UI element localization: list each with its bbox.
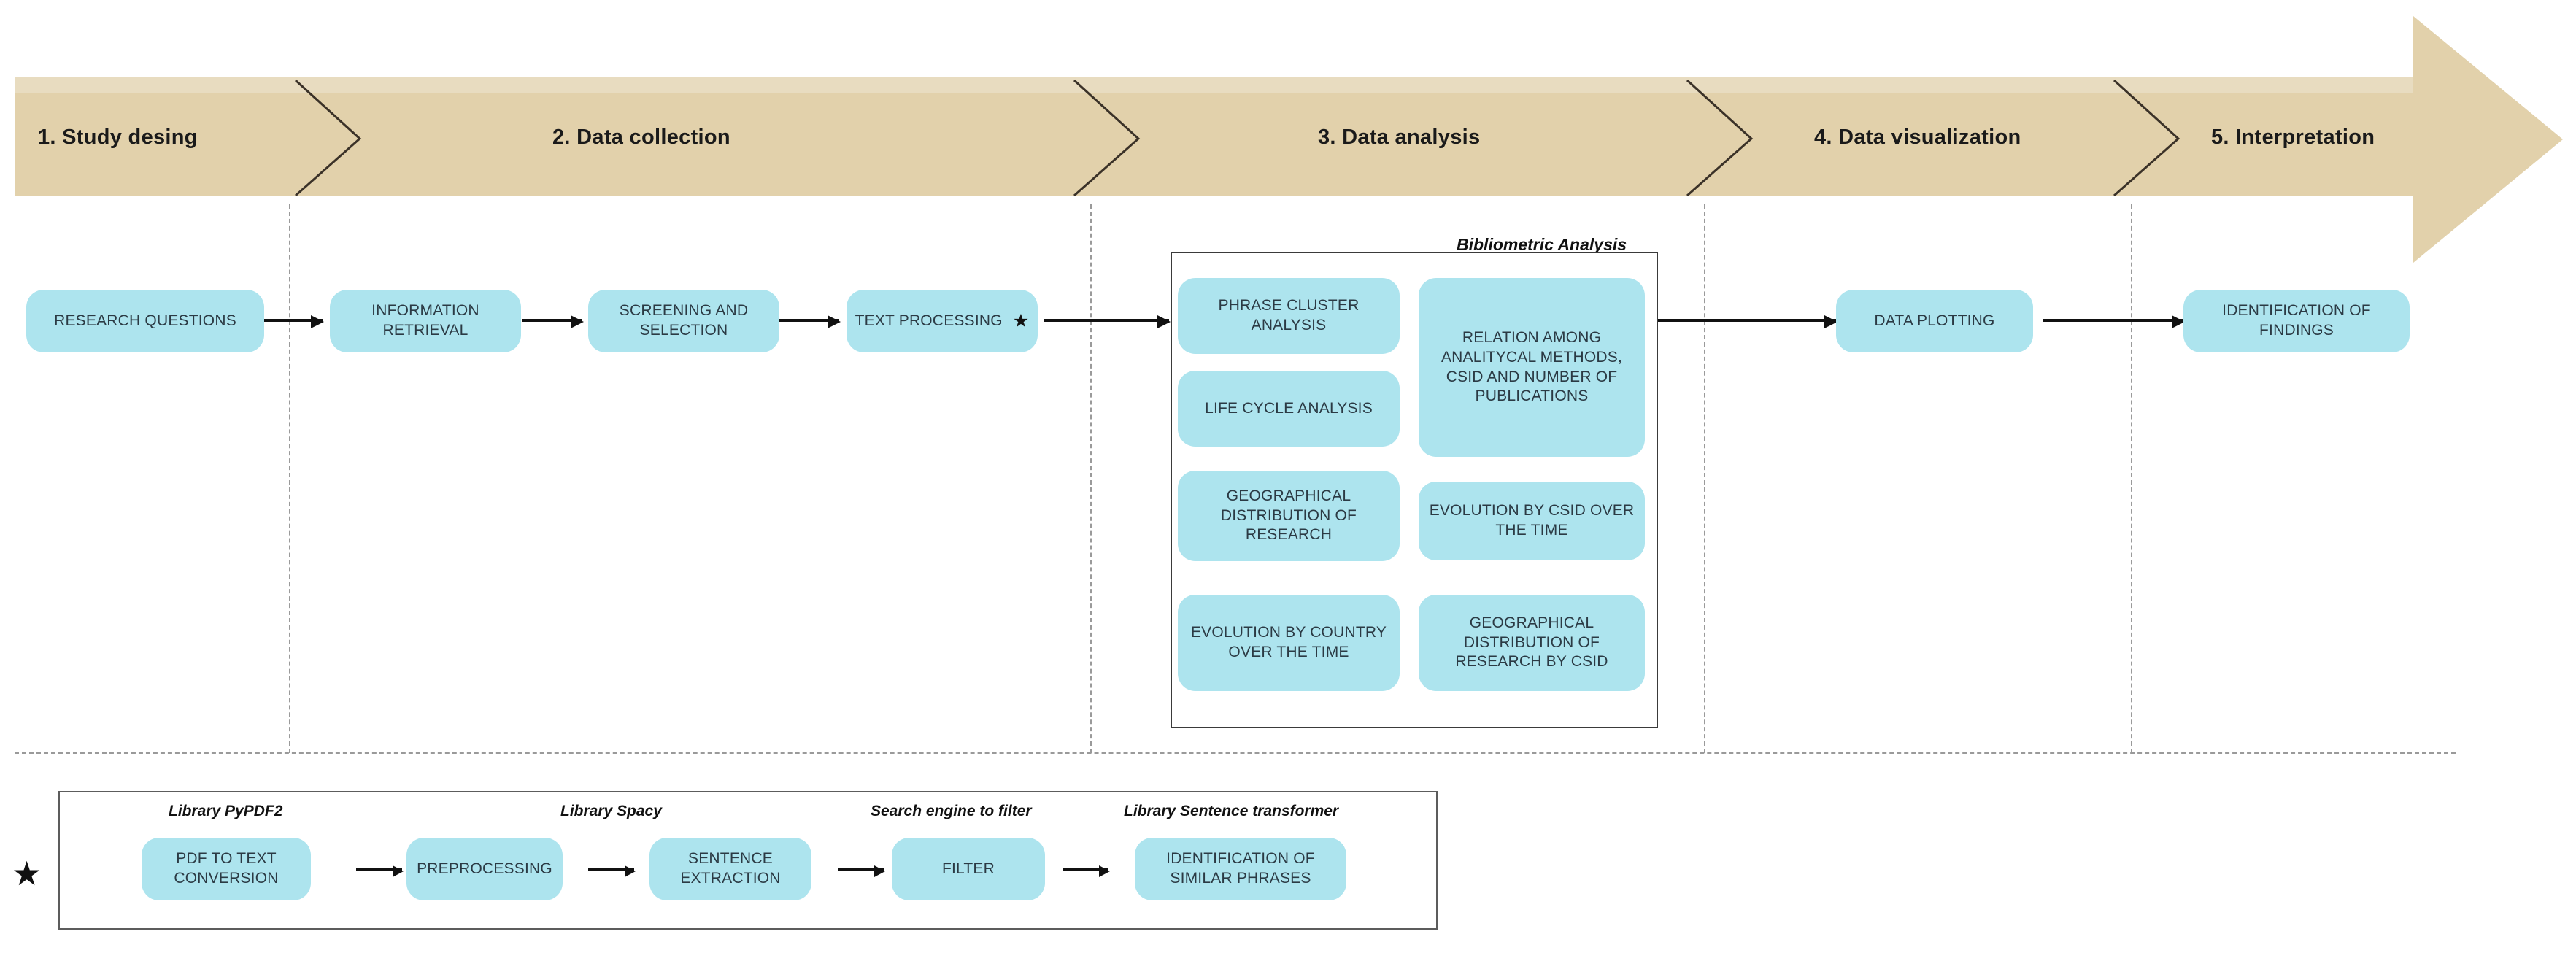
node-relation-among-analitycal-methods[interactable]: RELATION AMONG ANALITYCAL METHODS, CSID … xyxy=(1419,278,1645,457)
legend-star-icon: ★ xyxy=(12,854,42,892)
tool-label-spacy: Library Spacy xyxy=(560,803,662,819)
banner-highlight-strip xyxy=(15,77,2413,93)
node-identification-of-findings[interactable]: IDENTIFICATION OF FINDINGS xyxy=(2183,290,2410,352)
node-label: TEXT PROCESSING xyxy=(855,312,1003,329)
node-label: GEOGRAPHICAL DISTRIBUTION OF RESEARCH xyxy=(1220,487,1357,544)
lane-separator-2 xyxy=(1090,204,1092,753)
tool-label-search-engine: Search engine to filter xyxy=(871,803,1032,819)
bibliometric-group-title: Bibliometric Analysis xyxy=(1457,235,1627,254)
node-text-processing[interactable]: TEXT PROCESSING ★ xyxy=(847,290,1038,352)
phase-label-1: 1. Study desing xyxy=(38,126,198,149)
node-identification-of-similar-phrases[interactable]: IDENTIFICATION OF SIMILAR PHRASES xyxy=(1135,838,1346,900)
node-label: EVOLUTION BY CSID OVER THE TIME xyxy=(1429,502,1635,539)
lane-separator-1 xyxy=(289,204,290,753)
tool-label-sentence-transformer: Library Sentence transformer xyxy=(1124,803,1339,819)
subprocess-arrow-4 xyxy=(1063,865,1110,877)
phase-label-5: 5. Interpretation xyxy=(2211,126,2375,149)
chevron-separator-3 xyxy=(1686,79,1754,197)
node-label: IDENTIFICATION OF FINDINGS xyxy=(2222,302,2371,339)
phase-label-2: 2. Data collection xyxy=(552,126,730,149)
lane-separator-4 xyxy=(2131,204,2132,753)
node-label: DATA PLOTTING xyxy=(1874,312,1995,329)
node-information-retrieval[interactable]: INFORMATION RETRIEVAL xyxy=(330,290,521,352)
node-screening-and-selection[interactable]: SCREENING AND SELECTION xyxy=(588,290,779,352)
flow-arrow-5 xyxy=(1655,315,1837,328)
subprocess-arrow-1 xyxy=(356,865,404,877)
node-label: INFORMATION RETRIEVAL xyxy=(371,302,479,339)
subprocess-arrow-3 xyxy=(838,865,885,877)
node-evolution-by-csid-over-the-time[interactable]: EVOLUTION BY CSID OVER THE TIME xyxy=(1419,482,1645,560)
node-label: EVOLUTION BY COUNTRY OVER THE TIME xyxy=(1190,624,1387,660)
node-research-questions[interactable]: RESEARCH QUESTIONS xyxy=(26,290,264,352)
flow-arrow-4 xyxy=(1044,315,1171,328)
node-label: PHRASE CLUSTER ANALYSIS xyxy=(1218,297,1360,333)
phase-label-3: 3. Data analysis xyxy=(1318,126,1481,149)
node-label: SCREENING AND SELECTION xyxy=(619,302,749,339)
node-data-plotting[interactable]: DATA PLOTTING xyxy=(1836,290,2033,352)
node-filter[interactable]: FILTER xyxy=(892,838,1045,900)
chevron-separator-1 xyxy=(294,79,362,197)
node-evolution-by-country-over-the-time[interactable]: EVOLUTION BY COUNTRY OVER THE TIME xyxy=(1178,595,1400,691)
chevron-separator-4 xyxy=(2113,79,2180,197)
banner-arrow-shape xyxy=(15,16,2563,263)
node-phrase-cluster-analysis[interactable]: PHRASE CLUSTER ANALYSIS xyxy=(1178,278,1400,354)
node-sentence-extraction[interactable]: SENTENCE EXTRACTION xyxy=(649,838,811,900)
node-preprocessing[interactable]: PREPROCESSING xyxy=(406,838,563,900)
node-label: RESEARCH QUESTIONS xyxy=(54,312,236,329)
phase-banner xyxy=(15,16,2563,263)
flow-arrow-3 xyxy=(779,315,841,328)
lane-separator-3 xyxy=(1704,204,1705,753)
node-label: GEOGRAPHICAL DISTRIBUTION OF RESEARCH BY… xyxy=(1455,614,1608,671)
node-geographical-distribution-of-research-by-csid[interactable]: GEOGRAPHICAL DISTRIBUTION OF RESEARCH BY… xyxy=(1419,595,1645,691)
node-label: FILTER xyxy=(942,860,995,877)
subprocess-arrow-2 xyxy=(588,865,636,877)
tool-label-pypdf2: Library PyPDF2 xyxy=(169,803,283,819)
flow-arrow-6 xyxy=(2043,315,2185,328)
chevron-separator-2 xyxy=(1073,79,1141,197)
node-label: RELATION AMONG ANALITYCAL METHODS, CSID … xyxy=(1441,328,1623,405)
lane-separator-bottom xyxy=(15,752,2456,754)
phase-label-4: 4. Data visualization xyxy=(1814,126,2021,149)
node-label: PDF TO TEXT CONVERSION xyxy=(174,850,279,887)
flow-arrow-2 xyxy=(522,315,584,328)
node-label: PREPROCESSING xyxy=(417,860,552,877)
star-icon: ★ xyxy=(1012,310,1030,331)
node-life-cycle-analysis[interactable]: LIFE CYCLE ANALYSIS xyxy=(1178,371,1400,447)
flow-arrow-1 xyxy=(264,315,324,328)
node-label: IDENTIFICATION OF SIMILAR PHRASES xyxy=(1166,850,1315,887)
node-pdf-to-text-conversion[interactable]: PDF TO TEXT CONVERSION xyxy=(142,838,311,900)
node-label: SENTENCE EXTRACTION xyxy=(680,850,781,887)
node-geographical-distribution-of-research[interactable]: GEOGRAPHICAL DISTRIBUTION OF RESEARCH xyxy=(1178,471,1400,561)
node-label: LIFE CYCLE ANALYSIS xyxy=(1205,399,1373,417)
